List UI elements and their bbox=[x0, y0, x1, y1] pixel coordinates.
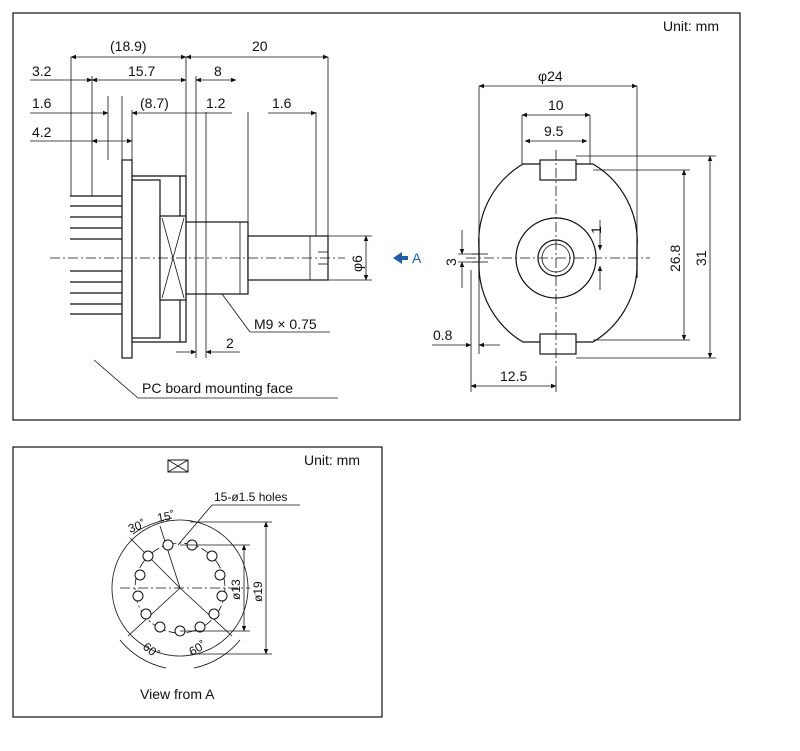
top-panel-frame bbox=[12, 12, 741, 421]
thread-spec: M9 × 0.75 bbox=[254, 316, 317, 332]
bottom-unit-label: Unit: mm bbox=[304, 452, 360, 468]
hole bbox=[154, 621, 166, 633]
section-symbol-icon bbox=[167, 459, 189, 473]
hole bbox=[132, 590, 144, 602]
hole bbox=[216, 590, 228, 602]
hole bbox=[140, 608, 152, 620]
dim-15-7: 15.7 bbox=[128, 63, 155, 79]
dim-phi-13: ø13 bbox=[229, 579, 243, 600]
dim-phi-24: φ24 bbox=[538, 68, 563, 84]
dim-3-2: 3.2 bbox=[32, 63, 52, 79]
hole-pattern: 30˚ 15˚ 60˚ 60˚ 15-ø1.5 holes ø13 ø19 bbox=[111, 490, 300, 669]
dim-1-2: 1.2 bbox=[206, 95, 226, 111]
dim-18-9: (18.9) bbox=[110, 38, 147, 54]
angle-30: 30˚ bbox=[126, 517, 147, 536]
angle-15: 15˚ bbox=[156, 508, 176, 525]
dim-20: 20 bbox=[252, 38, 268, 54]
hole bbox=[134, 569, 146, 581]
dim-31: 31 bbox=[693, 250, 709, 266]
pcb-plate bbox=[121, 159, 133, 359]
dim-phi-19: ø19 bbox=[251, 581, 265, 602]
dim-1-6-right: 1.6 bbox=[272, 95, 292, 111]
dim-9-5: 9.5 bbox=[544, 123, 564, 139]
top-unit-label: Unit: mm bbox=[663, 18, 719, 34]
hole bbox=[162, 539, 174, 551]
dim-8: 8 bbox=[214, 63, 222, 79]
dim-1: 1 bbox=[588, 226, 604, 234]
terminal-pins bbox=[70, 195, 122, 315]
dim-8-7: (8.7) bbox=[140, 95, 169, 111]
hole bbox=[194, 621, 206, 633]
dim-26-8: 26.8 bbox=[667, 245, 683, 272]
dim-3: 3 bbox=[443, 258, 459, 266]
hole bbox=[214, 569, 226, 581]
view-a-label: A bbox=[412, 250, 422, 266]
dim-0-8: 0.8 bbox=[433, 327, 453, 343]
view-from-a-label: View from A bbox=[140, 686, 215, 702]
dim-2: 2 bbox=[226, 335, 234, 351]
dim-10: 10 bbox=[548, 97, 564, 113]
bottom-tab bbox=[539, 333, 577, 355]
hole bbox=[142, 550, 154, 562]
pcb-mounting-label: PC board mounting face bbox=[142, 380, 293, 396]
hole bbox=[206, 550, 218, 562]
dim-phi-6: φ6 bbox=[349, 255, 365, 272]
hole bbox=[208, 608, 220, 620]
angle-60-left: 60˚ bbox=[140, 640, 162, 662]
housing bbox=[131, 179, 161, 339]
dim-12-5: 12.5 bbox=[500, 368, 527, 384]
top-tab bbox=[539, 159, 577, 181]
dim-1-6-left: 1.6 bbox=[32, 95, 52, 111]
mounting-holes bbox=[132, 539, 228, 637]
side-view: (18.9) 20 3.2 15.7 8 1.6 (8.7) 1.2 1.6 4… bbox=[30, 38, 422, 399]
dim-4-2: 4.2 bbox=[32, 124, 52, 140]
front-view: φ24 10 9.5 3 1 26.8 31 0.8 bbox=[432, 68, 716, 392]
view-a-arrow bbox=[393, 252, 408, 264]
bottom-panel-frame bbox=[12, 446, 383, 718]
holes-label: 15-ø1.5 holes bbox=[214, 490, 287, 504]
